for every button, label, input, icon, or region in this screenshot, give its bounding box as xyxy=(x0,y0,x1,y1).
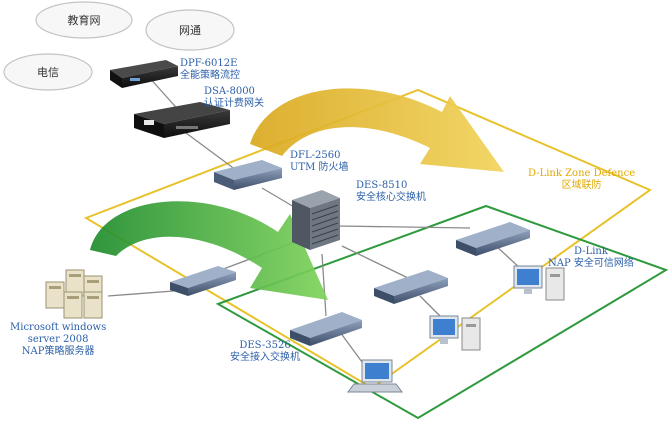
dfl-2560-device xyxy=(214,160,282,190)
desktop-pc-middle xyxy=(429,315,481,351)
dsa-model: DSA-8000 xyxy=(204,86,255,97)
des3526-label: DES-3526 安全接入交换机 xyxy=(230,340,300,364)
cloud-label-netcom: 网通 xyxy=(179,24,201,37)
dpf-desc: 全能策略流控 xyxy=(180,70,240,81)
zone-defense-arrow xyxy=(250,88,504,172)
dsa-label: DSA-8000 认证计费网关 xyxy=(204,86,264,110)
nap-network-outline xyxy=(215,204,669,420)
nap-server-line1: Microsoft windows xyxy=(10,322,107,333)
laptop xyxy=(347,359,403,393)
zone-defense-line1: D-Link Zone Defence xyxy=(528,168,636,179)
des-8510-chassis xyxy=(292,190,340,250)
nap-network-label: D-Link NAP 安全可信网络 xyxy=(548,246,634,270)
dsa-desc: 认证计费网关 xyxy=(204,98,264,109)
des8510-desc: 安全核心交换机 xyxy=(356,192,426,203)
dfl-label: DFL-2560 UTM 防火墙 xyxy=(290,150,349,174)
des-3526-switch xyxy=(290,312,362,346)
zone-defense-line2: 区域联防 xyxy=(561,180,602,191)
nap-flow-arrow xyxy=(90,201,328,300)
cloud-telecom: 电信 xyxy=(3,53,93,91)
cloud-label-telecom: 电信 xyxy=(37,66,59,79)
nap-server-line2: server 2008 xyxy=(27,334,89,345)
switch-middle xyxy=(374,270,448,304)
nap-network-line1: D-Link xyxy=(573,246,608,257)
switch-left xyxy=(170,266,236,296)
zone-defense-label: D-Link Zone Defence 区域联防 xyxy=(528,168,635,192)
cloud-education-net: 教育网 xyxy=(35,1,133,39)
dpf-model: DPF-6012E xyxy=(180,58,238,69)
des3526-model: DES-3526 xyxy=(239,340,291,351)
des8510-model: DES-8510 xyxy=(356,180,408,191)
nap-server-cluster xyxy=(45,269,103,319)
des8510-label: DES-8510 安全核心交换机 xyxy=(356,180,426,204)
switch-upper-right xyxy=(456,222,530,256)
dsa-8000-device xyxy=(134,102,230,138)
dfl-desc: UTM 防火墙 xyxy=(290,162,349,173)
dpf-6012e-device xyxy=(110,60,178,88)
cloud-netcom: 网通 xyxy=(145,9,235,51)
nap-server-label: Microsoft windows server 2008 NAP策略服务器 xyxy=(10,322,106,358)
dfl-model: DFL-2560 xyxy=(290,150,341,161)
dpf-label: DPF-6012E 全能策略流控 xyxy=(180,58,240,82)
nap-server-line3: NAP策略服务器 xyxy=(21,346,95,357)
desktop-pc-right xyxy=(513,265,565,301)
cloud-label-education: 教育网 xyxy=(68,13,101,27)
nap-network-line2: NAP 安全可信网络 xyxy=(548,258,634,269)
des3526-desc: 安全接入交换机 xyxy=(230,352,300,363)
